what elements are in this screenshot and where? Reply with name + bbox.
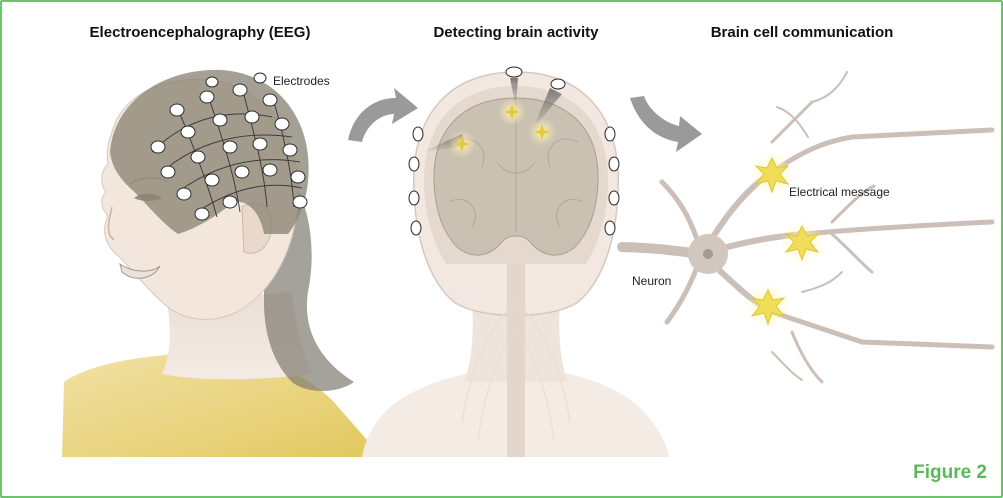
- curved-arrow-icon: [348, 88, 418, 142]
- figure-label: Figure 2: [913, 462, 987, 484]
- heading-eeg: Electroencephalography (EEG): [90, 24, 311, 41]
- curved-arrow-icon: [630, 96, 702, 152]
- label-neuron: Neuron: [632, 274, 671, 288]
- heading-detecting: Detecting brain activity: [433, 24, 598, 41]
- label-electrodes: Electrodes: [273, 74, 330, 88]
- brain-panel: [362, 67, 670, 457]
- heading-communication: Brain cell communication: [711, 24, 894, 41]
- eeg-panel: [62, 70, 382, 457]
- label-electrical-message: Electrical message: [789, 185, 890, 199]
